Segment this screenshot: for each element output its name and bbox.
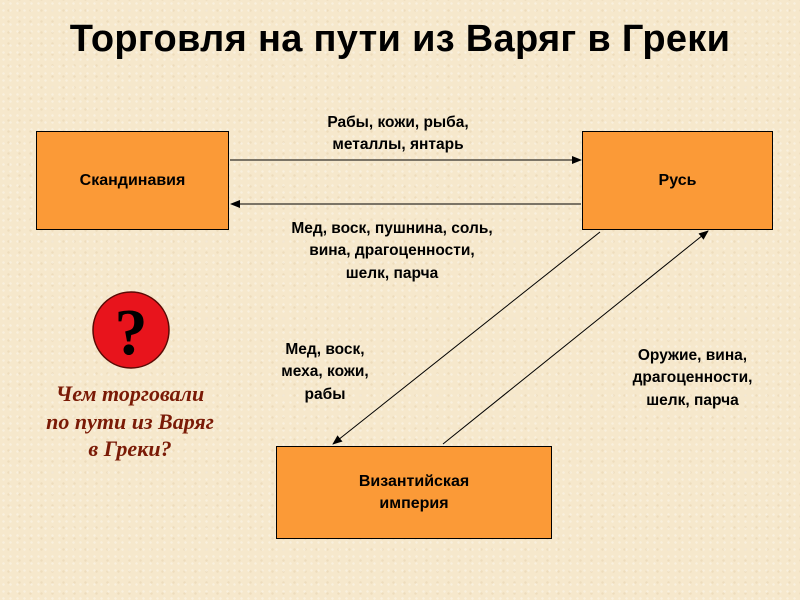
edge-label-scandinavia-to-rus: Рабы, кожи, рыба, металлы, янтарь [290,112,506,157]
edge-label-line: шелк, парча [345,264,439,282]
edge-label-byzantium-to-rus: Оружие, вина, драгоценности, шелк, парча [600,345,785,412]
edge-label-line: шелк, парча [646,391,739,409]
page-title: Торговля на пути из Варяг в Греки [69,18,731,60]
node-rus: Русь [582,131,773,230]
edge-label-line: Оружие, вина, [637,347,748,364]
node-scandinavia: Скандинавия [36,131,229,230]
edge-label-line: металлы, янтарь [332,136,464,154]
edge-label-line: вина, драгоценности, [309,242,475,260]
edge-label-line: драгоценности, [632,369,753,387]
node-byzantium-label: Византийская империя [358,472,470,512]
question-line: Чем торговали [55,381,205,406]
edge-label-rus-to-byzantium: Мед, воск, меха, кожи, рабы [252,339,398,406]
question-mark-symbol: ? [115,296,148,369]
edge-label-line: Мед, воск, [285,341,365,358]
question-line: по пути из Варяг [46,408,214,434]
edge-label-line: Мед, воск, пушнина, соль, [291,220,493,237]
edge-label-rus-to-scandinavia: Мед, воск, пушнина, соль, вина, драгоцен… [252,218,532,285]
arrow-byzantium-to-rus [442,230,709,445]
node-byzantium: Византийская империя [276,446,552,539]
question-text: Чем торговали по пути из Варяг в Греки? [15,380,245,463]
node-rus-label: Русь [658,171,697,189]
edge-label-line: Рабы, кожи, рыба, [327,114,469,131]
edge-label-line: рабы [304,385,346,403]
question-line: в Греки? [88,436,172,461]
node-scandinavia-label: Скандинавия [79,171,186,189]
edge-label-line: меха, кожи, [281,363,369,381]
question-mark-icon: ? [92,291,170,369]
arrow-rus-to-byzantium [332,231,601,445]
